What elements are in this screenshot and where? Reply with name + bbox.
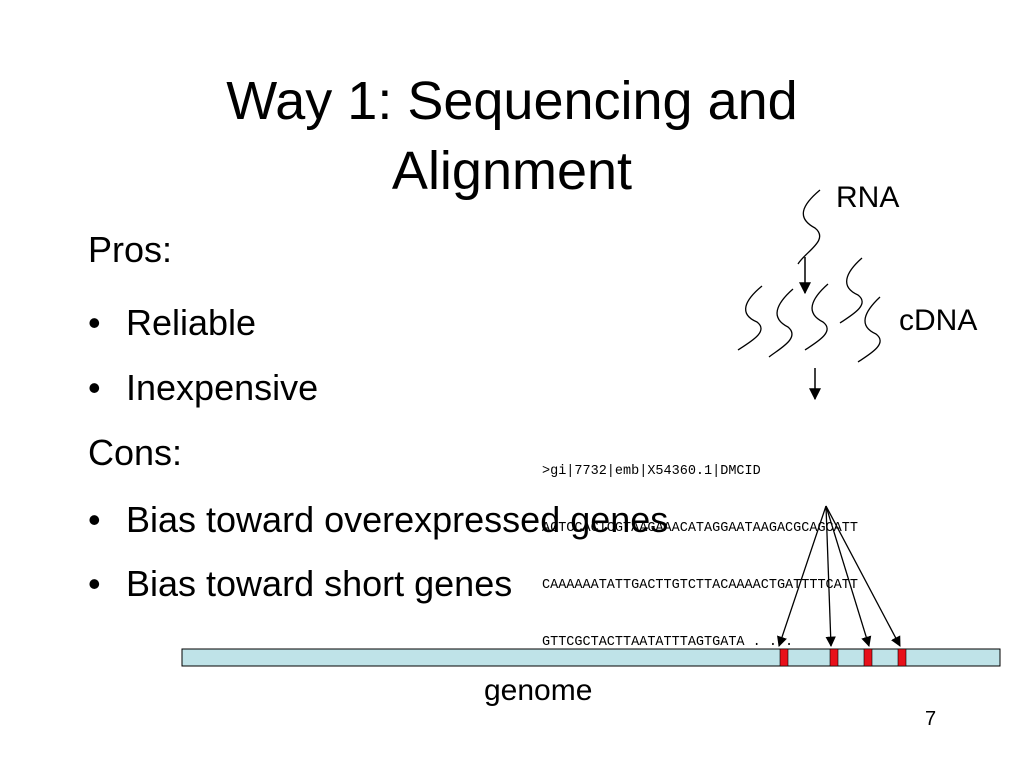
alignment-arrow xyxy=(777,505,827,647)
slide-title: Way 1: Sequencing and Alignment xyxy=(112,66,912,206)
alignment-hit xyxy=(779,648,789,667)
bullet-dot: • xyxy=(88,302,101,343)
pros-item-text: Inexpensive xyxy=(126,367,319,408)
genome-label: genome xyxy=(484,674,593,707)
bullet-dot: • xyxy=(88,367,101,408)
title-line-2: Alignment xyxy=(391,141,633,201)
alignment-arrow xyxy=(825,505,901,647)
cdna-strand xyxy=(857,296,881,363)
rna-label: RNA xyxy=(836,181,900,214)
cdna-strand xyxy=(804,283,829,351)
alignment-hit xyxy=(897,648,907,667)
cons-heading: Cons: xyxy=(88,432,183,473)
bullet-dot: • xyxy=(88,563,101,604)
alignment-hit xyxy=(829,648,839,667)
cons-item-text: Bias toward short genes xyxy=(126,563,513,604)
sequence-line: CAAAAAATATTGACTTGTCTTACAAAACTGATTTTCATT xyxy=(542,578,858,593)
title-line-1: Way 1: Sequencing and xyxy=(226,71,798,131)
cons-item-text: Bias toward overexpressed genes xyxy=(126,499,669,540)
rna-strand xyxy=(797,189,821,265)
alignment-arrow xyxy=(825,505,872,647)
page-number: 7 xyxy=(925,708,937,730)
genome-bar xyxy=(181,648,1001,667)
sequence-block: >gi|7732|emb|X54360.1|DMCID AGTCCACTCGTA… xyxy=(542,424,858,671)
sequence-line: GTTCGCTACTTAATATTTAGTGATA . . . xyxy=(542,635,794,650)
cdna-strand xyxy=(768,288,794,358)
alignment-arrow xyxy=(825,505,836,648)
sequence-header: >gi|7732|emb|X54360.1|DMCID xyxy=(542,464,761,479)
cdna-strand xyxy=(737,285,763,351)
pros-heading: Pros: xyxy=(88,229,173,270)
alignment-hit xyxy=(863,648,873,667)
cdna-label: cDNA xyxy=(899,304,978,337)
bullet-dot: • xyxy=(88,499,101,540)
cdna-strand xyxy=(839,257,863,324)
sequence-line: AGTCCACTCGTAAGAAACATAGGAATAAGACGCAGCATT xyxy=(542,521,858,536)
pros-item-text: Reliable xyxy=(126,302,257,343)
